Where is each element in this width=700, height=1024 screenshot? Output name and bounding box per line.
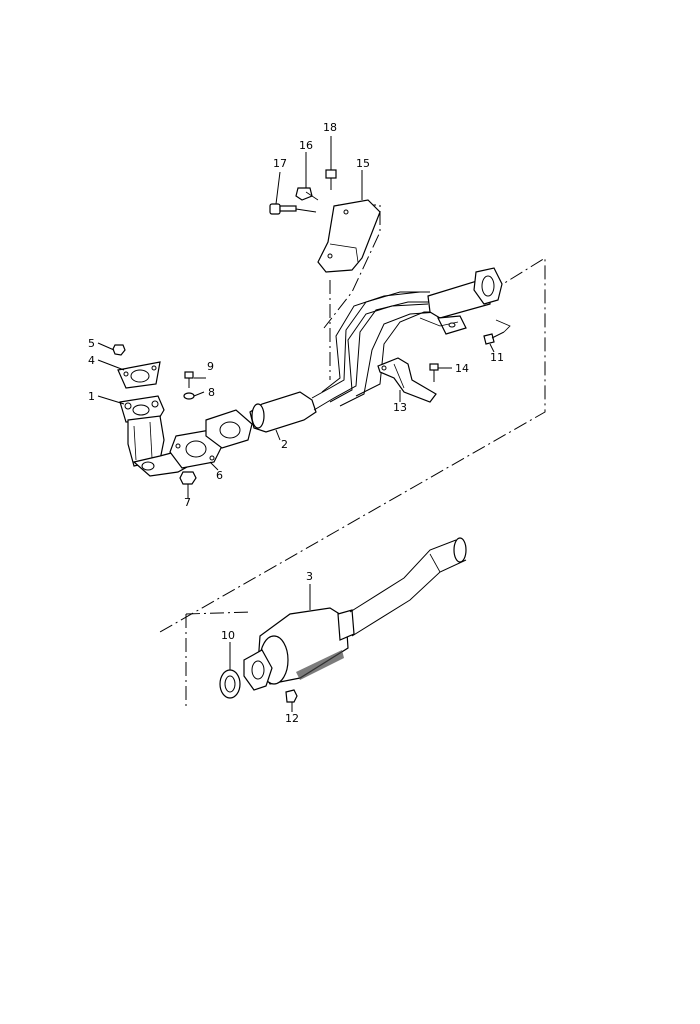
heat-shield-bolt <box>269 203 317 215</box>
callout-16: 16 <box>299 139 313 152</box>
callout-5: 5 <box>88 337 95 350</box>
callout-4: 4 <box>88 354 95 367</box>
front-catalytic-converter <box>119 395 197 477</box>
callout-10: 10 <box>221 629 235 642</box>
callout-3: 3 <box>306 570 313 583</box>
callout-1: 1 <box>88 390 95 403</box>
nut <box>112 344 126 356</box>
heat-shield <box>317 199 381 273</box>
callout-14: 14 <box>455 362 469 375</box>
front-exhaust-pipe <box>205 267 503 449</box>
callout-15: 15 <box>356 157 370 170</box>
assembly-boundary-upper <box>159 257 546 633</box>
lower-nut <box>179 471 197 485</box>
washer <box>183 392 195 400</box>
rear-catalytic-converter <box>243 537 467 691</box>
callout-8: 8 <box>208 386 215 399</box>
callout-17: 17 <box>273 157 287 170</box>
callout-9: 9 <box>207 360 214 373</box>
bolt <box>184 371 194 388</box>
callout-2: 2 <box>281 438 288 451</box>
clip-nut <box>295 187 319 201</box>
callout-13: 13 <box>393 401 407 414</box>
callout-labels: 1 2 3 4 5 6 7 8 9 10 11 12 13 14 15 16 1… <box>88 121 504 725</box>
callout-7: 7 <box>184 496 191 509</box>
callout-12: 12 <box>285 712 299 725</box>
assembly-boundary-lower <box>185 611 251 707</box>
bracket-bolt <box>429 363 439 382</box>
ring-gasket <box>219 669 241 699</box>
flange-bolt <box>483 319 511 345</box>
callout-18: 18 <box>323 121 337 134</box>
upper-bolt <box>325 169 337 190</box>
callout-6: 6 <box>216 469 223 482</box>
manifold-flange-gasket <box>117 361 161 389</box>
callout-11: 11 <box>490 351 504 364</box>
rear-nut <box>285 689 298 703</box>
leader-lines <box>97 136 495 712</box>
pipe-bracket <box>377 357 437 403</box>
